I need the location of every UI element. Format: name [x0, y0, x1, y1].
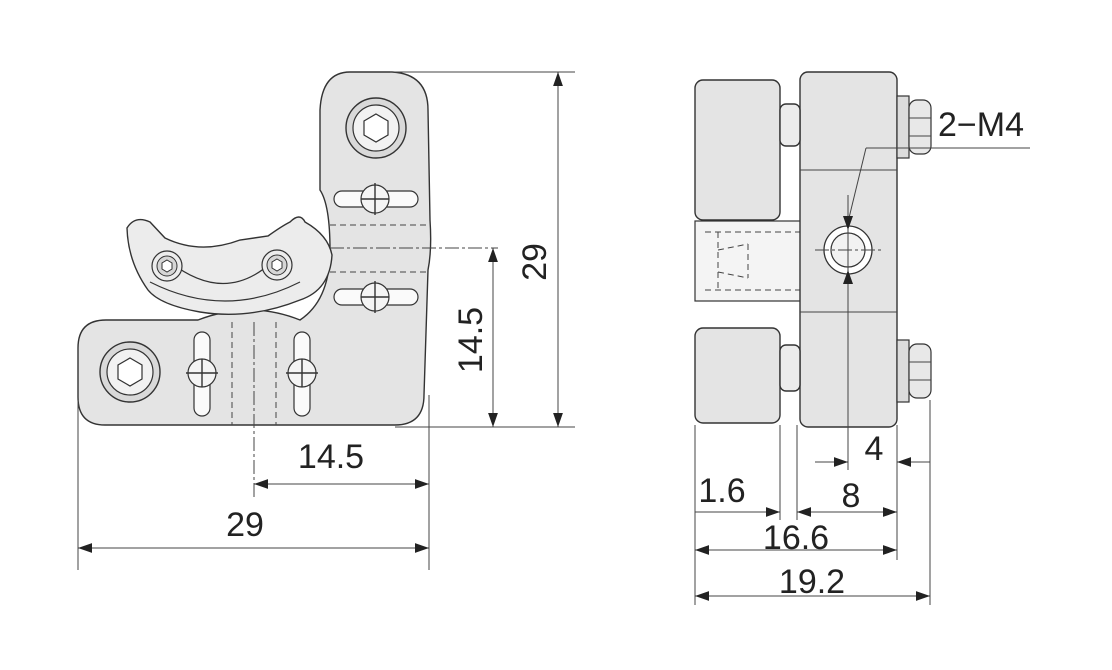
side-screw-head-upper	[896, 95, 932, 159]
top-socket-bolt	[345, 97, 407, 159]
dim-width-total: 29	[226, 506, 264, 544]
dim-gap: 1.6	[698, 472, 745, 510]
slot-left	[186, 331, 218, 417]
clamp-body	[77, 71, 432, 426]
arm-screw-left	[151, 250, 183, 282]
side-hidden-pin	[694, 220, 804, 302]
dim-width-total-side: 19.2	[779, 563, 845, 601]
side-screw-head-lower	[896, 339, 932, 403]
side-block-top-left	[694, 79, 781, 221]
dim-hole-offset: 4	[865, 430, 884, 468]
dim-height-total: 29	[516, 243, 554, 281]
arm-inner-arc	[169, 261, 273, 285]
left-socket-bolt	[99, 341, 161, 403]
slot-upper	[333, 183, 419, 215]
side-view: 2−M4 4 1.6 8 16.6 19.2	[694, 71, 1030, 605]
thread-callout-label: 2−M4	[938, 106, 1024, 144]
dim-height-half: 14.5	[452, 307, 490, 373]
slot-lower	[333, 281, 419, 313]
screw-stub-lower	[779, 344, 801, 392]
front-view: 29 14.5 14.5 29	[77, 71, 575, 570]
dim-width-half: 14.5	[298, 438, 364, 476]
arm-lower-arc	[149, 281, 301, 302]
side-block-bottom-left	[694, 327, 781, 424]
slot-right	[286, 331, 318, 417]
arm-screw-right	[261, 249, 293, 281]
dim-width-inner: 16.6	[763, 519, 829, 557]
screw-stub-upper	[779, 103, 801, 147]
dim-depth: 8	[842, 477, 861, 515]
